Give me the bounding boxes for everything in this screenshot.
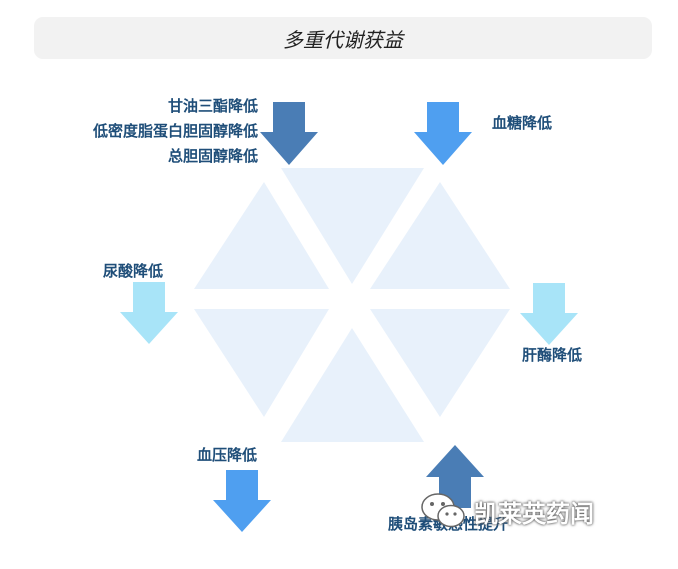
- triglyceride-text: 甘油三酯降低: [167, 97, 258, 115]
- hexagon-segment-top-right: [370, 182, 510, 289]
- total-cholesterol-text: 总胆固醇降低: [167, 147, 258, 165]
- lipids-down-arrow: [260, 102, 318, 165]
- lipids-label: 甘油三酯降低 低密度脂蛋白胆固醇降低 总胆固醇降低: [93, 94, 258, 169]
- uric-acid-label: 尿酸降低: [103, 262, 164, 280]
- page-title: 多重代谢获益: [34, 17, 652, 59]
- watermark-text: 凯莱英药闻: [474, 499, 594, 528]
- blood-sugar-down-arrow: [414, 102, 472, 165]
- ldl-cholesterol-text: 低密度脂蛋白胆固醇降低: [92, 122, 258, 140]
- hexagon-segment-bottom: [281, 328, 424, 442]
- wechat-icon: [421, 493, 465, 528]
- hexagon-segment-bottom-right: [370, 309, 510, 417]
- watermark: 凯莱英药闻: [420, 488, 594, 534]
- liver-enzymes-label: 肝酶降低: [522, 346, 583, 364]
- liver-enzymes-down-arrow: [520, 283, 578, 345]
- hexagon-segment-top-left: [194, 182, 329, 289]
- hexagon-segment-bottom-left: [194, 309, 329, 417]
- hexagon-segment-top: [281, 168, 424, 284]
- insulin-sensitivity-up-arrow: [426, 445, 484, 508]
- uric-acid-down-arrow: [120, 282, 178, 344]
- blood-pressure-down-arrow: [213, 470, 271, 532]
- blood-pressure-label: 血压降低: [197, 446, 258, 464]
- blood-sugar-label: 血糖降低: [492, 114, 553, 132]
